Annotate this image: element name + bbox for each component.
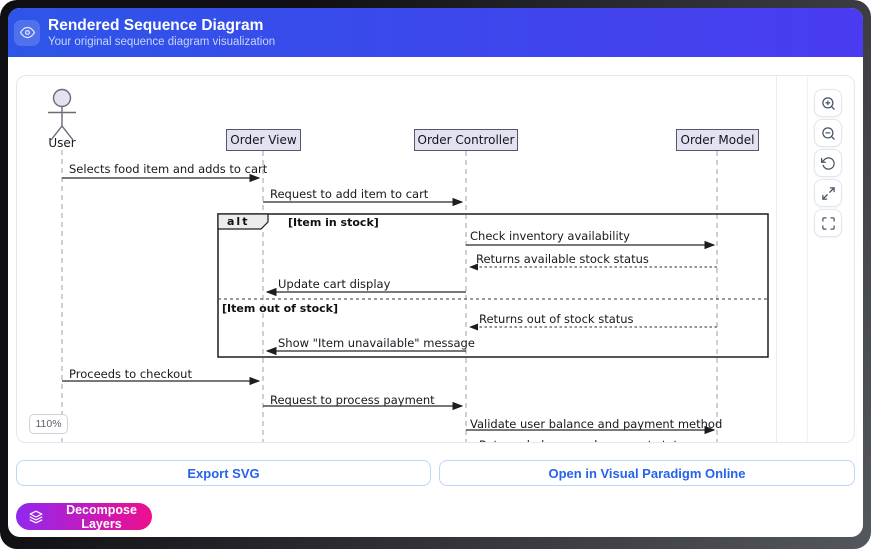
return-message-arrows [469, 263, 717, 331]
message-label: Validate user balance and payment method [470, 417, 723, 431]
sequence-diagram-strokes [48, 88, 769, 442]
message-label: Show "Item unavailable" message [278, 336, 475, 350]
fit-screen-button[interactable] [814, 209, 842, 237]
fragment-guard-2: [Item out of stock] [222, 302, 339, 315]
fit-screen-icon [821, 216, 836, 231]
zoom-out-icon [821, 126, 836, 141]
app-card: Rendered Sequence Diagram Your original … [8, 8, 863, 537]
message-label: Request to add item to cart [270, 187, 429, 201]
canvas-edge-line-2 [807, 76, 808, 442]
layers-icon [29, 510, 43, 524]
alt-fragment-frame [217, 213, 769, 358]
zoom-out-button[interactable] [814, 119, 842, 147]
page-subtitle: Your original sequence diagram visualiza… [48, 36, 276, 49]
fragment-guard-1: [Item in stock] [288, 216, 379, 229]
message-label: Returns balance and payment status [479, 438, 691, 442]
message-label: Request to process payment [270, 393, 435, 407]
canvas-edge-line [776, 76, 777, 442]
participant-order-controller: Order Controller [414, 129, 518, 151]
diagram-canvas[interactable]: User Order View Order Controller Order M… [16, 75, 855, 443]
canvas-controls [814, 89, 842, 237]
reset-view-button[interactable] [814, 149, 842, 177]
zoom-level-badge: 110% [29, 414, 68, 434]
message-label: Proceeds to checkout [69, 367, 192, 381]
decompose-layers-button[interactable]: Decompose Layers [16, 502, 152, 531]
expand-icon [821, 186, 836, 201]
actor-user-label: User [48, 136, 76, 150]
open-visual-paradigm-button[interactable]: Open in Visual Paradigm Online [439, 460, 855, 486]
header-icon-chip [14, 19, 40, 46]
page-title: Rendered Sequence Diagram [48, 16, 264, 34]
participant-order-view: Order View [226, 129, 301, 151]
actor-user-figure [48, 88, 76, 141]
reset-view-icon [820, 156, 836, 171]
solid-message-arrows [62, 173, 716, 435]
zoom-in-button[interactable] [814, 89, 842, 117]
expand-button[interactable] [814, 179, 842, 207]
message-label: Returns available stock status [476, 252, 649, 266]
decompose-layers-label: Decompose Layers [66, 502, 137, 531]
message-label: Returns out of stock status [479, 312, 634, 326]
message-label: Update cart display [278, 277, 391, 291]
zoom-in-icon [821, 96, 836, 111]
message-label: Selects food item and adds to cart [69, 162, 268, 176]
header: Rendered Sequence Diagram Your original … [8, 8, 863, 57]
export-svg-button[interactable]: Export SVG [16, 460, 431, 486]
fragment-operator-label: alt [227, 215, 250, 228]
participant-order-model: Order Model [676, 129, 759, 151]
message-label: Check inventory availability [470, 229, 630, 243]
eye-icon [19, 25, 35, 40]
lifelines [61, 150, 718, 442]
